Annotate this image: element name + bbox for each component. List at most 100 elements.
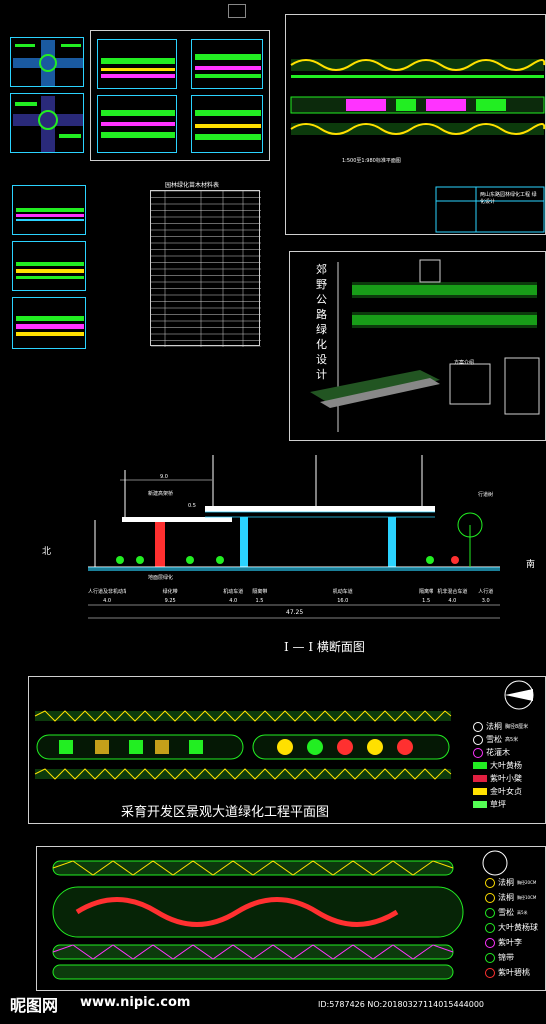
zone-dims-row: 4.0 9.25 4.0 1.5 16.0 1.5 4.0 3.0 <box>88 598 500 607</box>
ground-green-label: 地面层绿化 <box>148 575 174 581</box>
legend-note: 胸径10CM <box>517 894 537 900</box>
top-width-label: 9.0 <box>160 474 168 480</box>
legend-item: 法桐胸径8厘米 <box>473 721 528 732</box>
thumb-drawing-1-graphic <box>13 40 83 86</box>
legend-label: 紫叶碧桃 <box>498 968 530 977</box>
legend-label: 法桐 <box>498 893 514 902</box>
legend-swatch <box>485 922 495 933</box>
legend-item: 紫叶李 <box>485 937 522 948</box>
vertical-title-char: 野 <box>316 278 327 291</box>
strip-box-3 <box>97 95 177 153</box>
vertical-title-char: 公 <box>316 293 327 306</box>
material-table-title: 园林绿化苗木材料表 <box>165 182 220 189</box>
strip-box-2-graphic <box>195 54 261 78</box>
legend-swatch <box>485 892 495 903</box>
bottom_zones-item: 机非混合车道 <box>437 589 468 595</box>
bottom_zones-item: 隔离带 <box>252 589 267 595</box>
legend-swatch <box>485 907 495 918</box>
legend-swatch <box>485 937 495 948</box>
section-thumb-2-graphic <box>16 262 84 279</box>
plan-1-title: 采育开发区景观大道绿化工程平面图 <box>121 805 330 820</box>
legend-label: 雪松 <box>486 735 502 744</box>
bottom_dims-item: 1.5 <box>255 598 264 604</box>
plan-1-sheet: 采育开发区景观大道绿化工程平面图 法桐胸径8厘米雪松高5米花灌木大叶黄杨紫叶小檗… <box>28 676 546 824</box>
bottom_zones-item: 人行道及非机动车道 <box>88 589 127 595</box>
legend-item: 法桐胸径10CM <box>485 892 536 903</box>
bottom_zones-item: 绿化带 <box>162 589 178 595</box>
section-title: I — I 横断面图 <box>284 640 365 654</box>
legend-item: 花灌木 <box>473 747 510 758</box>
north-label: 北 <box>42 547 52 557</box>
thumb-drawing-2 <box>10 93 84 153</box>
site-logo: 昵图网 <box>10 996 59 1015</box>
plan-2-strips <box>52 850 508 980</box>
legend-item: 法桐胸径20CM <box>485 877 536 888</box>
legend-swatch <box>473 747 483 758</box>
plan-strips-graphic <box>290 59 546 233</box>
legend-label: 紫叶小檗 <box>490 774 522 783</box>
plan-sheet-caption: 1:500至1:980标准平面图 <box>342 158 401 164</box>
material-table-grid <box>151 191 261 347</box>
section-thumb-1 <box>12 185 86 235</box>
bottom_dims-item: 9.25 <box>164 598 176 604</box>
sheet-plan-strips: 1:500至1:980标准平面图 两山东路园林绿化工程 绿化设计 <box>285 14 546 235</box>
legend-item: 草坪 <box>473 799 506 810</box>
legend-swatch <box>473 801 487 808</box>
legend-item: 金叶女贞 <box>473 786 522 797</box>
bottom_dims-item: 16.0 <box>337 598 349 604</box>
street-tree-label: 行道树 <box>478 492 494 498</box>
legend-label: 雪松 <box>498 908 514 917</box>
bottom_dims-item: 1.5 <box>422 598 431 604</box>
legend-label: 草坪 <box>490 800 506 809</box>
plan-1-legend: 法桐胸径8厘米雪松高5米花灌木大叶黄杨紫叶小檗金叶女贞草坪 <box>473 721 545 821</box>
vertical-title-char: 设 <box>316 353 327 366</box>
section-thumb-3-graphic <box>16 316 84 336</box>
strip-box-1 <box>97 39 177 89</box>
key-plan-thumbnail <box>228 4 246 18</box>
legend-label: 金叶女贞 <box>490 787 522 796</box>
material-table <box>150 190 261 347</box>
strip-box-1-graphic <box>101 58 175 78</box>
bottom_dims-item: 4.0 <box>448 598 457 604</box>
bottom_zones-item: 人行道 <box>478 589 494 595</box>
bottom_dims-item: 4.0 <box>229 598 238 604</box>
strip-box-2 <box>191 39 263 89</box>
section-thumb-3 <box>12 297 86 349</box>
legend-label: 锦带 <box>498 953 514 962</box>
bottom_zones-item: 机动车道 <box>332 589 353 595</box>
bottom_zones-item: 机动车道 <box>223 589 244 595</box>
legend-item: 锦带 <box>485 952 514 963</box>
elevated-label: 新建高架桥 <box>148 491 174 497</box>
image-id: ID:5787426 NO:20180327114015444000 <box>318 1000 485 1009</box>
legend-item: 紫叶小檗 <box>473 773 522 784</box>
thumb-drawing-1 <box>10 37 84 87</box>
vertical-title-char: 郊 <box>316 263 327 276</box>
sheet-frame-strips <box>90 30 270 161</box>
bottom_dims-item: 4.0 <box>103 598 112 604</box>
south-label: 南 <box>526 560 536 570</box>
legend-item: 雪松高5米 <box>485 907 528 918</box>
vertical-title-char: 化 <box>316 338 327 351</box>
site-url[interactable]: www.nipic.com <box>80 995 191 1010</box>
title-block-text: 两山东路园林绿化工程 绿化设计 <box>480 192 537 205</box>
legend-swatch <box>485 877 495 888</box>
thumb-drawing-2-graphic <box>13 96 83 152</box>
legend-swatch <box>473 734 483 745</box>
legend-item: 大叶黄杨 <box>473 760 522 771</box>
legend-note: 高5米 <box>517 909 528 915</box>
legend-label: 紫叶李 <box>498 938 522 947</box>
bottom_dims-item: 3.0 <box>481 598 490 604</box>
legend-swatch <box>485 952 495 963</box>
legend-item: 雪松高5米 <box>473 734 518 745</box>
legend-label: 法桐 <box>498 878 514 887</box>
total-width-label: 47.25 <box>286 609 304 616</box>
country-road-graphic <box>310 259 540 432</box>
legend-swatch <box>473 721 483 732</box>
scheme-caption: 方案介绍 <box>454 360 475 366</box>
strip-box-3-graphic <box>101 110 175 138</box>
legend-swatch <box>473 788 487 795</box>
legend-note: 高5米 <box>505 737 519 743</box>
legend-label: 花灌木 <box>486 748 510 757</box>
